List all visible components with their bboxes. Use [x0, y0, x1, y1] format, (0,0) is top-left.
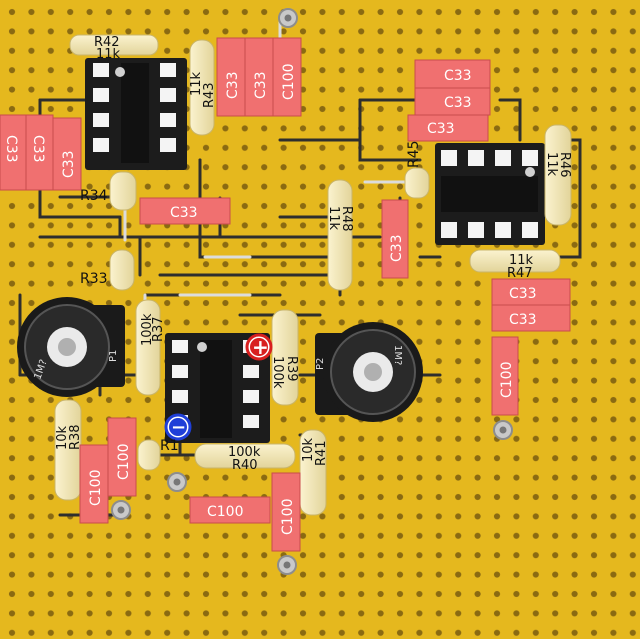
r47-value: 11k — [509, 253, 534, 268]
label-r1: R1 — [160, 438, 179, 454]
r42-value: 11k — [96, 47, 121, 62]
r42-name: R42 — [94, 35, 120, 50]
r41-name: R41 — [314, 440, 329, 466]
r37-name: R37 — [151, 316, 166, 342]
c-r2-label: C33 — [444, 95, 472, 111]
p1-name: P1 — [108, 350, 119, 362]
capacitor-c-b3: C100 — [189, 496, 271, 524]
r48-value: 11k — [326, 206, 341, 231]
c-top2-label: C33 — [253, 71, 269, 99]
label-r45: R45 — [406, 140, 422, 168]
c-b4-label: C100 — [280, 499, 296, 536]
r46-name: R46 — [557, 152, 572, 178]
r43-value: 11k — [189, 71, 204, 96]
c-left2-label: C33 — [30, 135, 46, 163]
r38-value: 10k — [55, 425, 70, 450]
c-r1-label: C33 — [444, 68, 472, 84]
capacitor-c-mid: C33 — [139, 197, 231, 225]
r40-value: 100k — [228, 445, 261, 460]
plus-sign: + — [252, 335, 269, 359]
c-top3-label: C100 — [281, 64, 297, 101]
resistor-r40: 100k R40 — [194, 443, 296, 473]
c-r5-label: C33 — [509, 312, 537, 328]
ic-socket-1 — [85, 58, 187, 170]
r40-name: R40 — [232, 458, 258, 473]
resistor-r48: R48 11k — [326, 179, 354, 291]
power-plus-marker: + — [245, 333, 273, 361]
resistor-r34-body — [109, 171, 137, 211]
r43-name: R43 — [202, 82, 217, 108]
capacitor-c-r2: C33 — [414, 87, 491, 116]
c-b2-label: C100 — [116, 444, 132, 481]
c-r45-label: C33 — [389, 234, 405, 262]
c-top1-label: C33 — [225, 71, 241, 99]
c-b3-label: C100 — [207, 504, 244, 520]
resistor-r1-body — [137, 439, 161, 471]
capacitor-c-left2: C33 — [25, 114, 54, 191]
capacitor-c-r3: C33 — [407, 114, 489, 142]
ic-socket-2 — [435, 143, 545, 245]
minus-sign: − — [171, 417, 186, 438]
resistor-r37: 100k R37 — [135, 299, 166, 396]
capacitor-c-left3: C33 — [52, 117, 82, 191]
resistor-r33-body — [109, 249, 135, 291]
r46-value: 11k — [544, 152, 559, 177]
capacitor-c-r5: C33 — [491, 304, 571, 332]
capacitor-c-r4: C33 — [491, 278, 571, 306]
c-r3-label: C33 — [427, 121, 455, 137]
p2-name: P2 — [315, 358, 326, 370]
r37-value: 100k — [140, 313, 155, 346]
capacitor-c-b4: C100 — [271, 472, 301, 552]
c-left3-label: C33 — [61, 150, 77, 178]
resistor-r38: 10k R38 — [54, 399, 83, 501]
potentiometer-p2: 1M? P2 — [315, 322, 423, 422]
resistor-r42: R42 11k — [69, 34, 159, 62]
c-r6-label: C100 — [499, 362, 515, 399]
r38-name: R38 — [68, 424, 83, 450]
r48-name: R48 — [339, 206, 354, 232]
label-r33: R33 — [80, 271, 108, 287]
r39-name: R39 — [284, 356, 299, 382]
r39-value: 100k — [270, 356, 285, 389]
capacitor-c-top1: C33 — [216, 37, 246, 117]
c-left1-label: C33 — [3, 135, 19, 163]
capacitor-c-b2: C100 — [107, 417, 137, 497]
capacitor-c-r45: C33 — [381, 199, 409, 279]
resistor-r39: 100k R39 — [270, 309, 299, 406]
capacitor-c-b1: C100 — [79, 444, 109, 524]
resistor-r41: 10k R41 — [299, 429, 329, 516]
capacitor-c-r1: C33 — [414, 59, 491, 89]
resistor-r46: R46 11k — [544, 124, 572, 226]
p2-value: 1M? — [392, 345, 403, 365]
potentiometer-p1: 1M? P1 — [17, 297, 125, 397]
resistor-r45-body — [404, 167, 430, 199]
ic-socket-3 — [165, 333, 270, 443]
capacitor-c-top3: C100 — [272, 37, 302, 117]
resistor-r47: 11k R47 — [469, 249, 561, 281]
capacitor-c-r6: C100 — [491, 336, 519, 416]
c-b1-label: C100 — [88, 470, 104, 507]
capacitor-c-left1: C33 — [0, 114, 27, 191]
c-r4-label: C33 — [509, 286, 537, 302]
resistor-r43: R43 11k — [189, 39, 217, 136]
r41-value: 10k — [301, 437, 316, 462]
c-mid-label: C33 — [170, 205, 198, 221]
power-minus-marker: − — [164, 413, 192, 441]
mounting-screws — [111, 8, 513, 575]
r47-name: R47 — [507, 266, 533, 281]
capacitor-c-top2: C33 — [244, 37, 274, 117]
label-r34: R34 — [80, 188, 108, 204]
